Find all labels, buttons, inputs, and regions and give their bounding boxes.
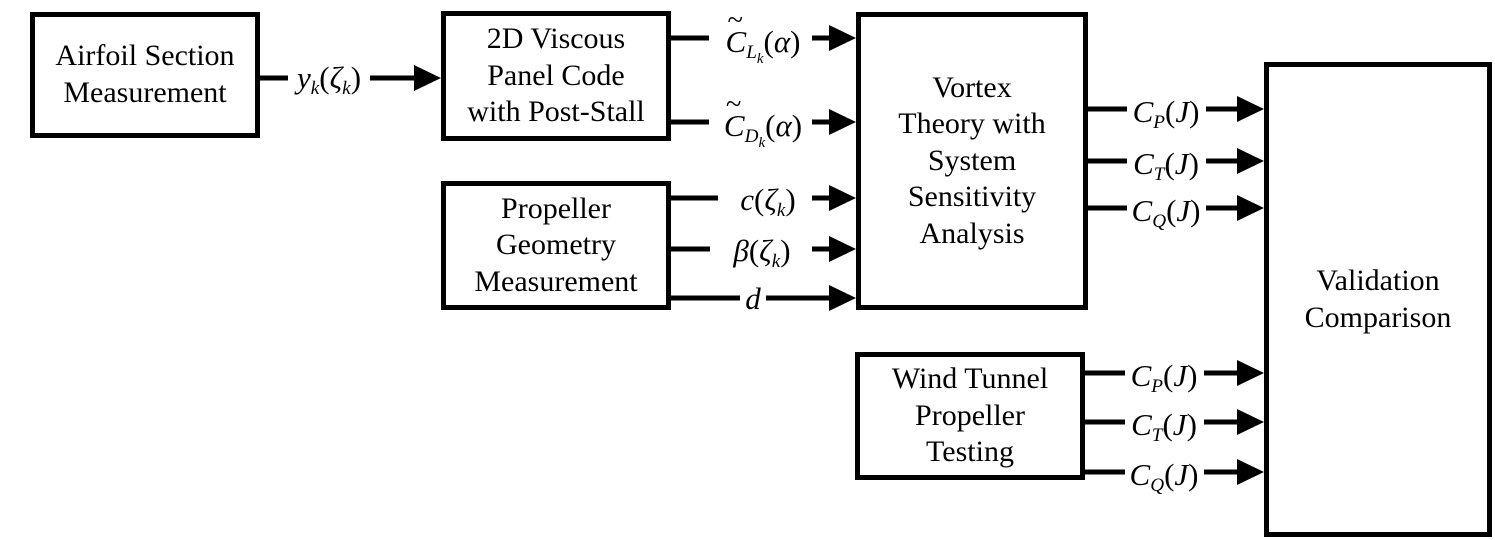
connector-yk-zeta-k	[260, 65, 441, 91]
connector-cl-tilde-alpha	[671, 25, 856, 51]
box-wind-tunnel-propeller-testing[interactable]	[855, 352, 1085, 480]
box-propeller-geometry-measurement[interactable]	[441, 181, 671, 310]
connector-test-ct-j	[1085, 409, 1264, 435]
box-2d-viscous-panel-code[interactable]	[441, 11, 671, 141]
connector-theory-ct-j	[1088, 148, 1264, 174]
connector-beta-zeta-k	[671, 236, 856, 262]
connector-theory-cp-j	[1088, 96, 1264, 122]
connector-cd-tilde-alpha	[671, 109, 856, 135]
box-validation-comparison[interactable]	[1264, 62, 1492, 537]
box-vortex-theory-system-sensitivity[interactable]	[856, 12, 1088, 310]
connector-chord-zeta-k	[671, 185, 856, 211]
box-airfoil-section-measurement[interactable]	[30, 12, 260, 138]
connector-test-cp-j	[1085, 360, 1264, 386]
connector-diameter-d	[671, 285, 856, 311]
connector-test-cq-j	[1085, 459, 1264, 485]
connector-theory-cq-j	[1088, 195, 1264, 221]
